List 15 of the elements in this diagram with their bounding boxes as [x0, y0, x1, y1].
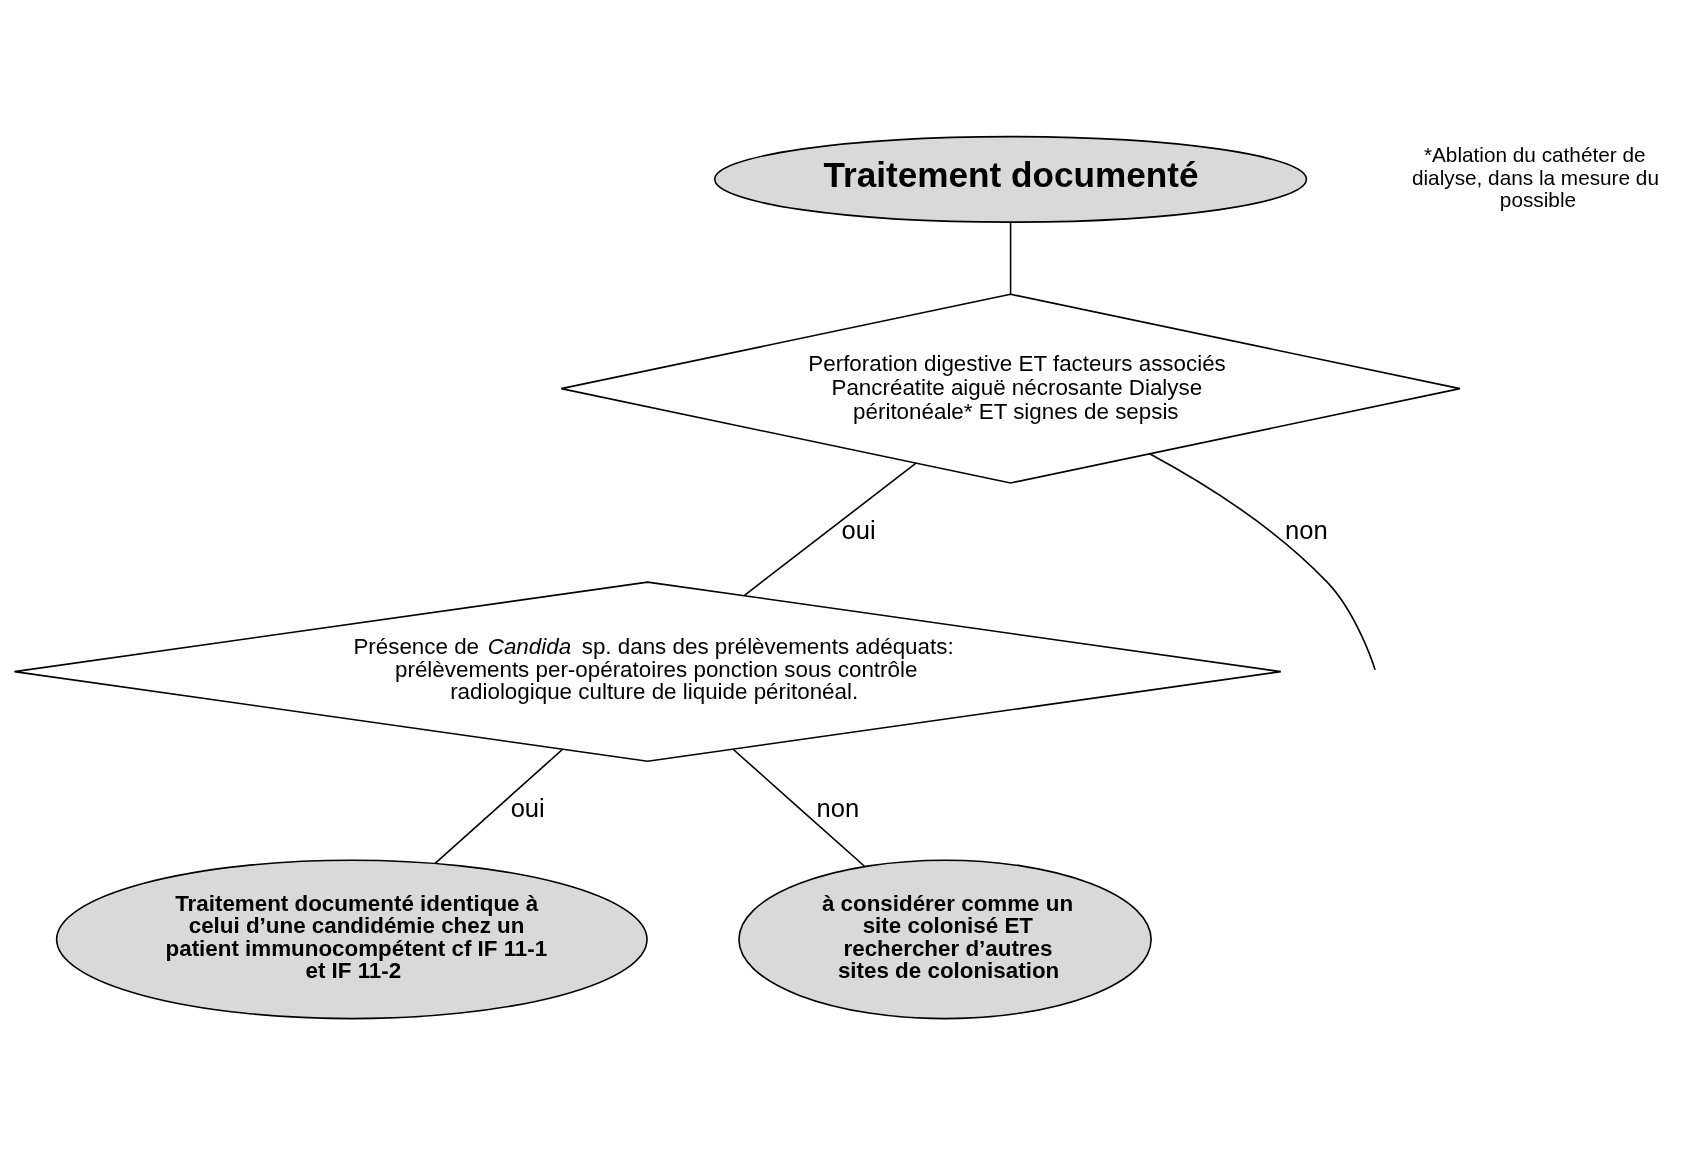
- connector: [1009, 221, 1012, 295]
- node-ellipse: Traitement documenté identique à celui d’une candidémie chez un patient immunocompétent cf IF 11-1 et IF 11-2: [55, 859, 648, 1020]
- connector: [732, 748, 866, 868]
- node-diamond: Perforation digestive ET facteurs associés Pancréatite aiguë nécrosante Dialyse péritonéale* ET signes de sepsis: [560, 293, 1461, 484]
- edge-label: non: [816, 793, 860, 822]
- edge-label: non: [1285, 515, 1328, 544]
- edge-label: oui: [510, 793, 545, 822]
- label: *Ablation du cathéter de dialyse, dans la mesure du possible: [1411, 143, 1659, 212]
- connector: [434, 748, 563, 865]
- node-ellipse: à considérer comme un site colonisé ET rechercher d’autres sites de colonisation: [738, 859, 1152, 1020]
- connector: [743, 462, 917, 597]
- connector: [1148, 453, 1376, 671]
- node-diamond: Présence de Candida sp. dans des prélèvements adéquats: prélèvements per-opératoires ponction sous contrôle radiologique culture de liquide péritonéal.: [13, 581, 1282, 762]
- node-ellipse: Traitement documenté: [713, 135, 1308, 223]
- edge-label: oui: [841, 515, 876, 544]
